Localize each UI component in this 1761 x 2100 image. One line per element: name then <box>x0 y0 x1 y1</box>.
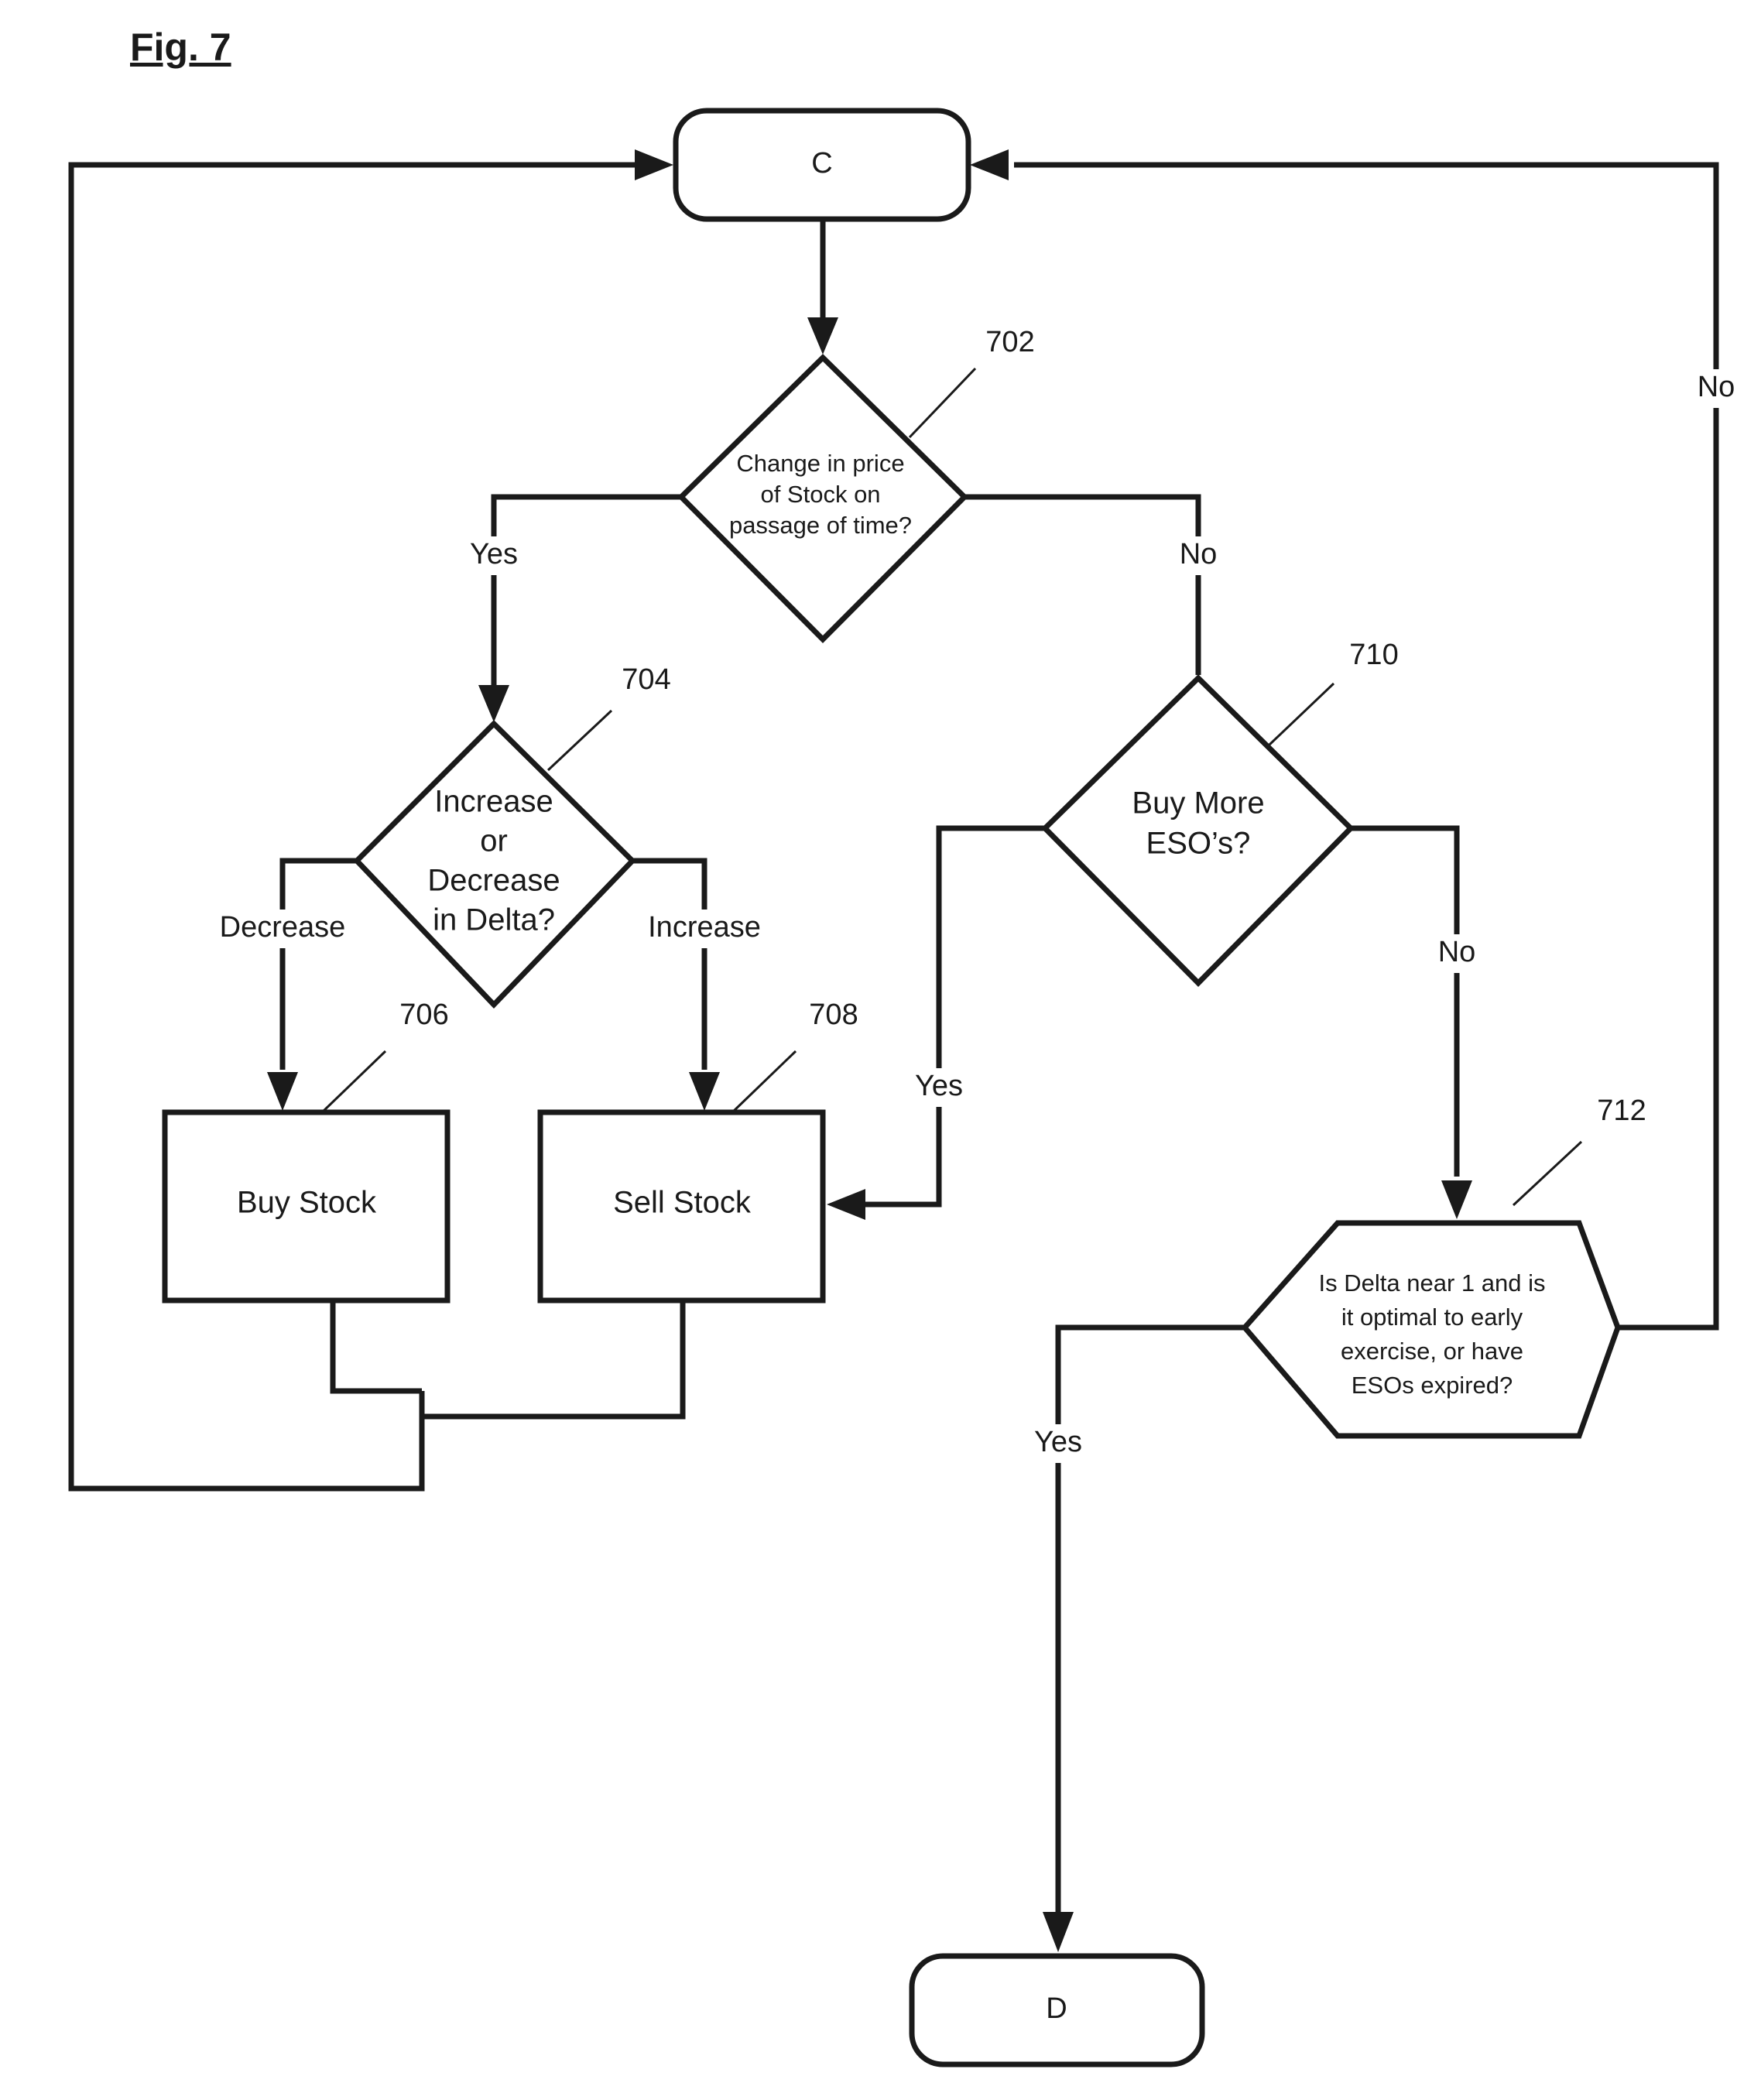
edge-label-710-no: No <box>1438 936 1476 968</box>
decision-712-line-1: Is Delta near 1 and is <box>1319 1269 1546 1297</box>
ref-712: 712 <box>1597 1095 1646 1127</box>
edge-704-decrease <box>283 861 357 1070</box>
figure-title: Fig. 7 <box>130 26 231 69</box>
leader-704 <box>548 711 612 770</box>
arrowhead-into-708-yes <box>827 1189 865 1220</box>
leader-710 <box>1269 683 1334 745</box>
ref-702: 702 <box>985 326 1034 358</box>
leader-706 <box>321 1051 385 1113</box>
decision-710-line-1: Buy More <box>1132 786 1264 820</box>
decision-704-line-4: in Delta? <box>433 903 555 937</box>
edge-706-merge <box>333 1300 422 1391</box>
ref-708: 708 <box>809 999 858 1031</box>
edge-label-704-decrease: Decrease <box>220 911 346 944</box>
decision-704-line-1: Increase <box>434 785 553 819</box>
edge-label-710-yes: Yes <box>915 1070 963 1102</box>
decision-712-line-4: ESOs expired? <box>1352 1372 1513 1399</box>
process-708-label: Sell Stock <box>613 1186 752 1220</box>
decision-704-line-3: Decrease <box>427 864 560 898</box>
arrowhead-into-704 <box>478 685 509 722</box>
decision-702-line-3: passage of time? <box>729 512 912 539</box>
ref-704: 704 <box>622 663 670 696</box>
edge-label-702-yes: Yes <box>470 538 518 570</box>
edge-710-no <box>1351 828 1457 1177</box>
edge-712-yes <box>1058 1327 1245 1912</box>
decision-702-line-2: of Stock on <box>760 481 880 508</box>
arrowhead-into-d <box>1043 1912 1074 1952</box>
decision-712-line-2: it optimal to early <box>1341 1304 1523 1331</box>
decision-710-line-2: ESO’s? <box>1146 827 1251 861</box>
edge-label-702-no: No <box>1180 538 1218 570</box>
edge-708-merge <box>422 1300 683 1417</box>
edge-label-712-no: No <box>1698 371 1735 403</box>
edge-712-no <box>1014 165 1716 1327</box>
arrowhead-into-c-right <box>970 149 1009 180</box>
leader-702 <box>910 368 975 437</box>
arrowhead-into-706 <box>267 1072 298 1111</box>
edge-704-increase <box>632 861 704 1070</box>
leader-708 <box>731 1051 796 1113</box>
decision-704-line-2: or <box>480 824 508 858</box>
arrowhead-into-712 <box>1441 1180 1472 1219</box>
ref-710: 710 <box>1349 639 1398 671</box>
leader-712 <box>1513 1142 1581 1205</box>
terminal-c-label: C <box>811 147 832 180</box>
arrowhead-into-c-left <box>635 149 673 180</box>
terminal-d-label: D <box>1046 1992 1067 2025</box>
arrowhead-into-708-increase <box>689 1072 720 1111</box>
decision-702-line-1: Change in price <box>736 450 904 477</box>
edge-label-704-increase: Increase <box>648 911 761 944</box>
ref-706: 706 <box>399 999 448 1031</box>
edge-702-no <box>964 497 1198 675</box>
edge-710-yes <box>855 828 1045 1204</box>
decision-712-line-3: exercise, or have <box>1341 1338 1523 1365</box>
process-706-label: Buy Stock <box>237 1186 377 1220</box>
arrowhead-into-702 <box>807 317 838 355</box>
edge-label-712-yes: Yes <box>1034 1426 1082 1458</box>
